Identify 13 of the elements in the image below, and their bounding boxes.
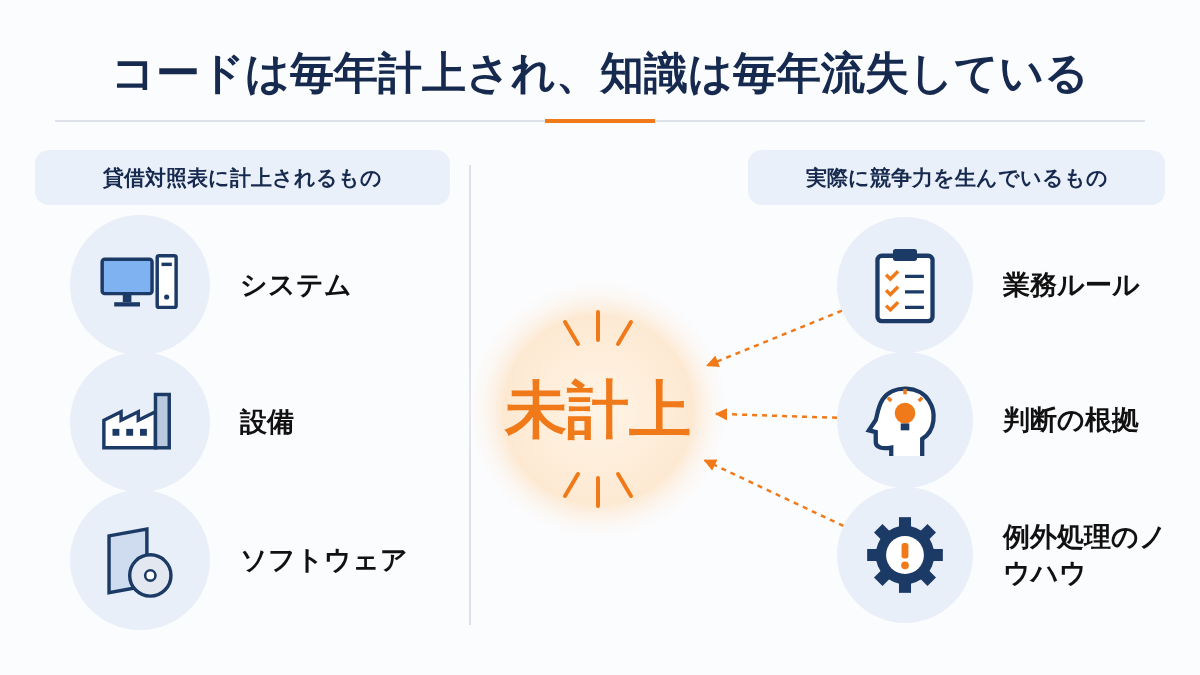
- title: コードは毎年計上され、知識は毎年流失している: [110, 46, 1090, 100]
- item-label: 判断の根拠: [1003, 402, 1139, 437]
- item-label: システム: [240, 267, 352, 302]
- item-label: 例外処理のノウハウ: [1003, 519, 1168, 590]
- item-label: ソフトウェア: [240, 542, 408, 577]
- section-heading: 実際に競争力を生んでいるもの: [805, 164, 1108, 192]
- section-heading: 貸借対照表に計上されるもの: [103, 164, 382, 192]
- dashed-arrow: [703, 459, 845, 528]
- highlight-text: 未計上: [505, 372, 691, 448]
- dashed-arrow: [706, 309, 843, 368]
- item-label: 設備: [240, 404, 294, 439]
- item-label: 業務ルール: [1003, 267, 1140, 302]
- dashed-arrow: [714, 407, 838, 421]
